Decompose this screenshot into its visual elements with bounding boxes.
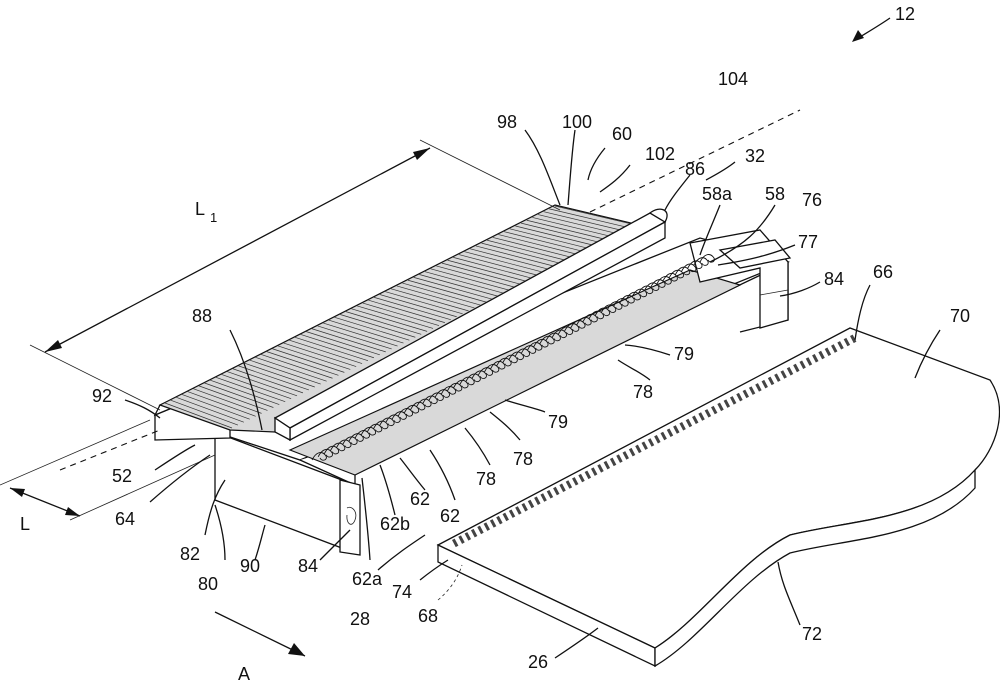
label-98: 98	[497, 112, 517, 132]
label-60: 60	[612, 124, 632, 144]
label-78-lower: 78	[476, 469, 496, 489]
label-78-upper: 78	[633, 382, 653, 402]
label-104: 104	[718, 69, 748, 89]
label-L1: L	[195, 199, 205, 219]
label-32: 32	[745, 146, 765, 166]
label-58a: 58a	[702, 184, 733, 204]
direction-arrow-A	[215, 612, 305, 656]
label-92: 92	[92, 386, 112, 406]
label-82: 82	[180, 544, 200, 564]
label-62-right: 62	[440, 506, 460, 526]
label-88: 88	[192, 306, 212, 326]
label-12: 12	[895, 4, 915, 24]
label-80: 80	[198, 574, 218, 594]
label-86: 86	[685, 159, 705, 179]
label-76: 76	[802, 190, 822, 210]
label-66: 66	[873, 262, 893, 282]
label-90: 90	[240, 556, 260, 576]
label-28: 28	[350, 609, 370, 629]
label-64: 64	[115, 509, 135, 529]
label-72: 72	[802, 624, 822, 644]
label-77: 77	[798, 232, 818, 252]
label-L: L	[20, 514, 30, 534]
label-79-upper: 79	[674, 344, 694, 364]
label-26: 26	[528, 652, 548, 672]
label-52: 52	[112, 466, 132, 486]
label-102: 102	[645, 144, 675, 164]
label-70: 70	[950, 306, 970, 326]
label-78-mid: 78	[513, 449, 533, 469]
label-62b: 62b	[380, 514, 410, 534]
label-84-right: 84	[824, 269, 844, 289]
label-68: 68	[418, 606, 438, 626]
label-74: 74	[392, 582, 412, 602]
label-58: 58	[765, 184, 785, 204]
label-79-lower: 79	[548, 412, 568, 432]
label-62a: 62a	[352, 569, 383, 589]
label-100: 100	[562, 112, 592, 132]
label-L1-subscript: 1	[210, 210, 217, 225]
label-84-left: 84	[298, 556, 318, 576]
label-62-left: 62	[410, 489, 430, 509]
label-A: A	[238, 664, 250, 682]
